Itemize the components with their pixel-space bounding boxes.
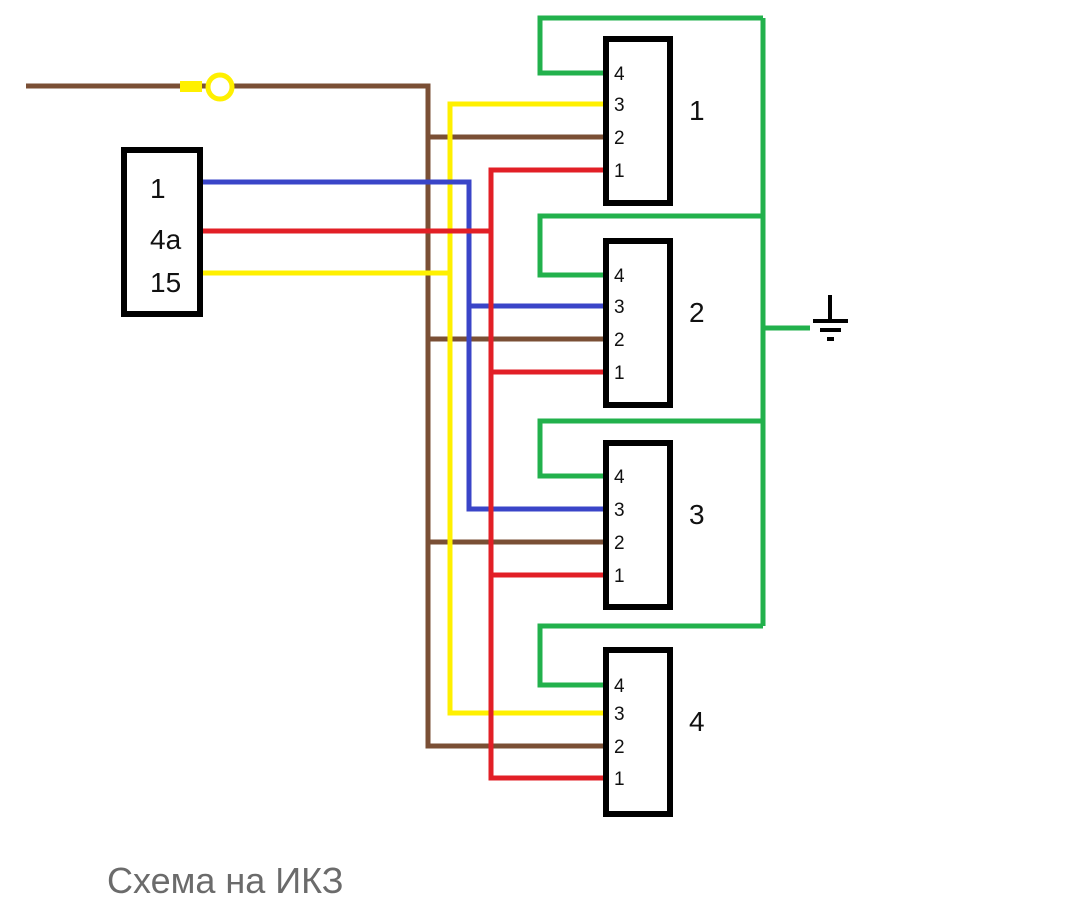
connector-block-3 <box>603 440 673 610</box>
connector-number-label: 2 <box>689 297 705 328</box>
connector-pin-label: 1 <box>614 161 625 182</box>
ground-wire-1 <box>537 15 763 76</box>
connector-number-label: 3 <box>689 499 705 530</box>
connector-pin-label: 3 <box>614 704 625 725</box>
switch-terminal-label: 4a <box>150 224 182 255</box>
connector-pin-label: 3 <box>614 95 625 116</box>
connector-pin-label: 1 <box>614 566 625 587</box>
connector-pin-label: 1 <box>614 363 625 384</box>
connector-number-label: 4 <box>689 706 705 737</box>
connector-pin-label: 4 <box>614 64 625 85</box>
brown-main-wire <box>26 83 606 749</box>
ring-terminal-icon <box>205 72 235 102</box>
connector-pin-label: 2 <box>614 128 625 149</box>
ground-wire-2 <box>537 213 763 278</box>
connector-pin-label: 1 <box>614 769 625 790</box>
ground-wire-3 <box>537 418 763 479</box>
connector-pin-label: 4 <box>614 676 625 697</box>
connector-pin-label: 4 <box>614 266 625 287</box>
ignition-switch-block <box>121 147 203 317</box>
blue-wire-1 <box>201 179 606 512</box>
connector-block-4 <box>603 647 673 817</box>
connector-pin-label: 2 <box>614 533 625 554</box>
caption: Схема на ИКЗ <box>107 860 344 901</box>
connector-number-label: 1 <box>689 95 705 126</box>
connector-pin-label: 2 <box>614 737 625 758</box>
switch-terminal-label: 15 <box>150 267 181 298</box>
switch-terminal-label: 1 <box>150 173 166 204</box>
connector-block-1 <box>603 36 673 206</box>
yellow-bus-wire <box>447 101 606 716</box>
connector-block-2 <box>603 238 673 408</box>
connector-pin-label: 3 <box>614 297 625 318</box>
connector-pin-label: 3 <box>614 500 625 521</box>
connector-pin-label: 4 <box>614 467 625 488</box>
red-bus-wire <box>488 167 606 781</box>
connector-pin-label: 2 <box>614 330 625 351</box>
ground-wire-4 <box>537 623 763 688</box>
terminal-icon <box>180 81 202 92</box>
